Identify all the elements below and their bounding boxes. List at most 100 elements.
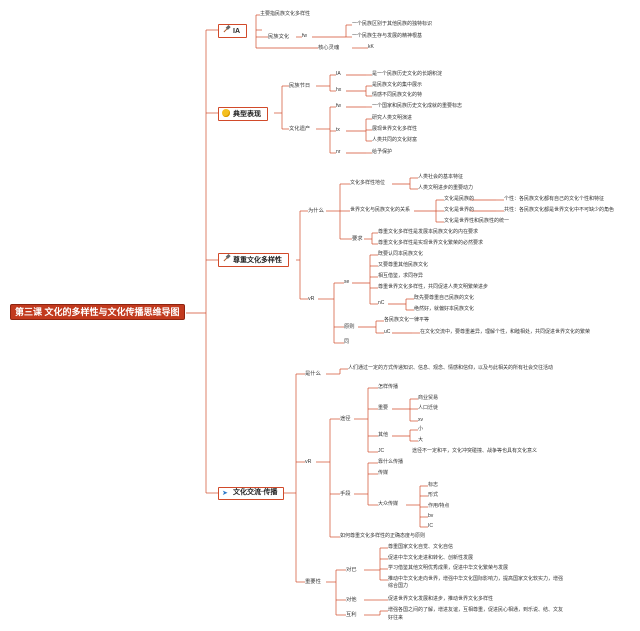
b3-uc-1: 在文化交流中，要尊重差异，理解个性，和睦相处，共同促进世界文化的繁荣: [420, 329, 591, 335]
b3-same: 同: [344, 339, 350, 345]
b4-self-4b: 综合国力: [388, 583, 409, 589]
b2-heritage: 文化遗产: [289, 126, 311, 132]
b2-fw-1: 一个国家和民族历史文化成就的重要标志: [372, 103, 463, 109]
b3-uc: uC: [384, 329, 391, 335]
b4-self: 对已: [346, 567, 357, 573]
b3-relation: 世界文化与民族文化的关系: [350, 207, 411, 213]
b4-route-jc: JC: [378, 448, 385, 454]
b3-principle: 原则: [344, 324, 355, 330]
b3-require: 要求: [352, 236, 363, 242]
b1-kk: kK: [368, 44, 374, 50]
b3-status-1: 人类社会的基本特征: [418, 174, 464, 180]
b2-tx: tx: [336, 127, 340, 133]
b2-nr: nr: [336, 149, 341, 155]
branch-3: 尊重文化多样性: [218, 253, 289, 268]
b3-nc-2: 绝然好，就偏好本民族文化: [414, 306, 475, 312]
b4-route-other-1: 小: [418, 426, 424, 432]
b4-route-how: 怎样传播: [378, 384, 399, 390]
b4-media-5: IC: [428, 523, 433, 529]
b4-other: 对他: [346, 597, 357, 603]
hammer-icon: [222, 255, 230, 263]
b1-core-soul: 核心灵魂: [318, 45, 340, 51]
b4-route-key-3: xv: [418, 417, 423, 423]
b2-tx-2: 展现世界文化多样性: [372, 126, 418, 132]
b3-se-1: 既要认同本民族文化: [378, 251, 424, 257]
branch-label: 文化交流·传播: [233, 489, 278, 496]
b2-hx-1: 是民族文化的集中展示: [372, 82, 423, 88]
b4-self-3: 学习借鉴其他文明优秀成果，促进中华文化繁荣与发展: [388, 565, 509, 571]
b4-media-3: 作用/特点: [428, 503, 450, 509]
b4-mutual: 互利: [346, 612, 357, 618]
b2-festival: 民族节日: [289, 83, 311, 89]
branch-label: IA: [233, 28, 240, 35]
branch-label: 尊重文化多样性: [233, 257, 282, 264]
b4-media: 大众传媒: [378, 501, 399, 507]
b2-hx: hx: [336, 87, 342, 93]
b4-means-1: 靠什么传播: [378, 459, 404, 465]
b4-self-2: 促进中华文化走进和转化、创新性发展: [388, 555, 474, 561]
b4-media-1: 标志: [428, 482, 439, 488]
b2-tx-3: 人类共同的文化财富: [372, 137, 418, 143]
b1-fw-1: 一个民族区别于其他民族的独特标识: [352, 21, 433, 27]
b2-tx-1: 研究人类文明演进: [372, 115, 413, 121]
b4-importance: 重要性: [305, 579, 321, 585]
b4-route-key-2: 人口迁徙: [418, 405, 439, 411]
b3-world: 文化是世界的: [444, 207, 475, 213]
b2-ia: IA: [336, 71, 341, 77]
b3-principle-1: 各民族文化一律平等: [384, 317, 430, 323]
hammer-icon: [222, 26, 230, 34]
b4-route-other-2: 大: [418, 437, 424, 443]
b4-other-1: 促进世界文化发展和进步，推动世界文化多样性: [388, 596, 494, 602]
b4-means-2: 传媒: [378, 470, 389, 476]
b3-unity: 文化是世界性和民族性的统一: [444, 218, 510, 224]
b4-route-key: 重要: [378, 405, 389, 411]
b3-nc-1: 既先要尊重自己民族的文化: [414, 295, 475, 301]
b4-media-4: bv: [428, 513, 434, 519]
b1-national-culture: 民族文化: [268, 34, 290, 40]
b4-vr: vR: [305, 459, 312, 465]
b2-ia-1: 是一个民族历史文化的长期积淀: [372, 71, 443, 77]
b3-status: 文化多样性地位: [350, 180, 386, 186]
b3-why: 为什么: [308, 208, 324, 214]
b4-media-2: 形式: [428, 492, 439, 498]
b2-nr-1: 给予保护: [372, 149, 393, 155]
b2-fw: fw: [336, 103, 341, 109]
b4-mutual-1b: 好往来: [388, 615, 404, 621]
b3-national-1: 个性：各民族文化都有自己的文化个性和特征: [504, 196, 605, 202]
b3-world-1: 共性：各民族文化都是世界文化中不可缺少的角色: [504, 207, 615, 213]
b1-main-national: 主要指民族文化多样性: [260, 11, 311, 17]
b3-how: vR: [308, 296, 315, 302]
b3-se-2: 又要尊重其他民族文化: [378, 262, 429, 268]
b4-what-1: 人们通过一定的方式传递知识、信息、观念、情感和信仰，以及与此相关的所有社会交往活…: [348, 365, 554, 371]
branch-label: 典型表现: [233, 111, 261, 118]
b4-self-1: 尊重国家文化自觉、文化自信: [388, 544, 454, 550]
b4-mutual-1: 增强各国之间的了解，增进友谊，互相尊重，促进民心相通，到乐说、结、文友: [388, 607, 564, 613]
b1-fw: fw: [302, 33, 307, 39]
rocket-icon: ➤: [222, 490, 228, 497]
b3-se-3: 相互借鉴，求同存异: [378, 273, 424, 279]
b1-fw-2: 一个民族生存与发展的精神根基: [352, 33, 423, 39]
b4-attitude: 如何尊重文化多样性的正确态度与原则: [340, 533, 426, 539]
b4-route-jc-1: 途径不一定和平，文化冲突碰撞、战争等也具有文化意义: [412, 448, 538, 454]
b3-se: se: [344, 279, 350, 285]
b3-status-2: 人类文明进步的重要动力: [418, 185, 474, 191]
b3-require-2: 尊重文化多样性是实现世界文化繁荣的必然要求: [378, 240, 484, 246]
b4-route: 途径: [340, 416, 351, 422]
b4-self-4: 推动中华文化走向世界，增强中华文化国际影响力，提高国家文化软实力，增强: [388, 576, 564, 582]
b4-what: 是什么: [305, 371, 321, 377]
b4-route-key-1: 商业贸易: [418, 395, 439, 401]
branch-4: ➤ 文化交流·传播: [218, 487, 285, 500]
lightbulb-icon: [222, 109, 230, 117]
b3-national: 文化是民族的: [444, 196, 475, 202]
branch-2: 典型表现: [218, 107, 268, 122]
root-title: 第三课 文化的多样性与文化传播思维导图: [10, 304, 185, 321]
branch-1: IA: [218, 24, 247, 39]
b4-means: 手段: [340, 491, 351, 497]
b2-hx-2: 情感不同民族文化的特: [372, 92, 423, 98]
b3-require-1: 尊重文化多样性是发展本民族文化的内在要求: [378, 229, 479, 235]
b3-nc: nC: [378, 300, 385, 306]
b4-route-other: 其他: [378, 432, 389, 438]
b3-se-4: 尊重世界文化多样性，共同促进人类文明繁荣进步: [378, 284, 489, 290]
